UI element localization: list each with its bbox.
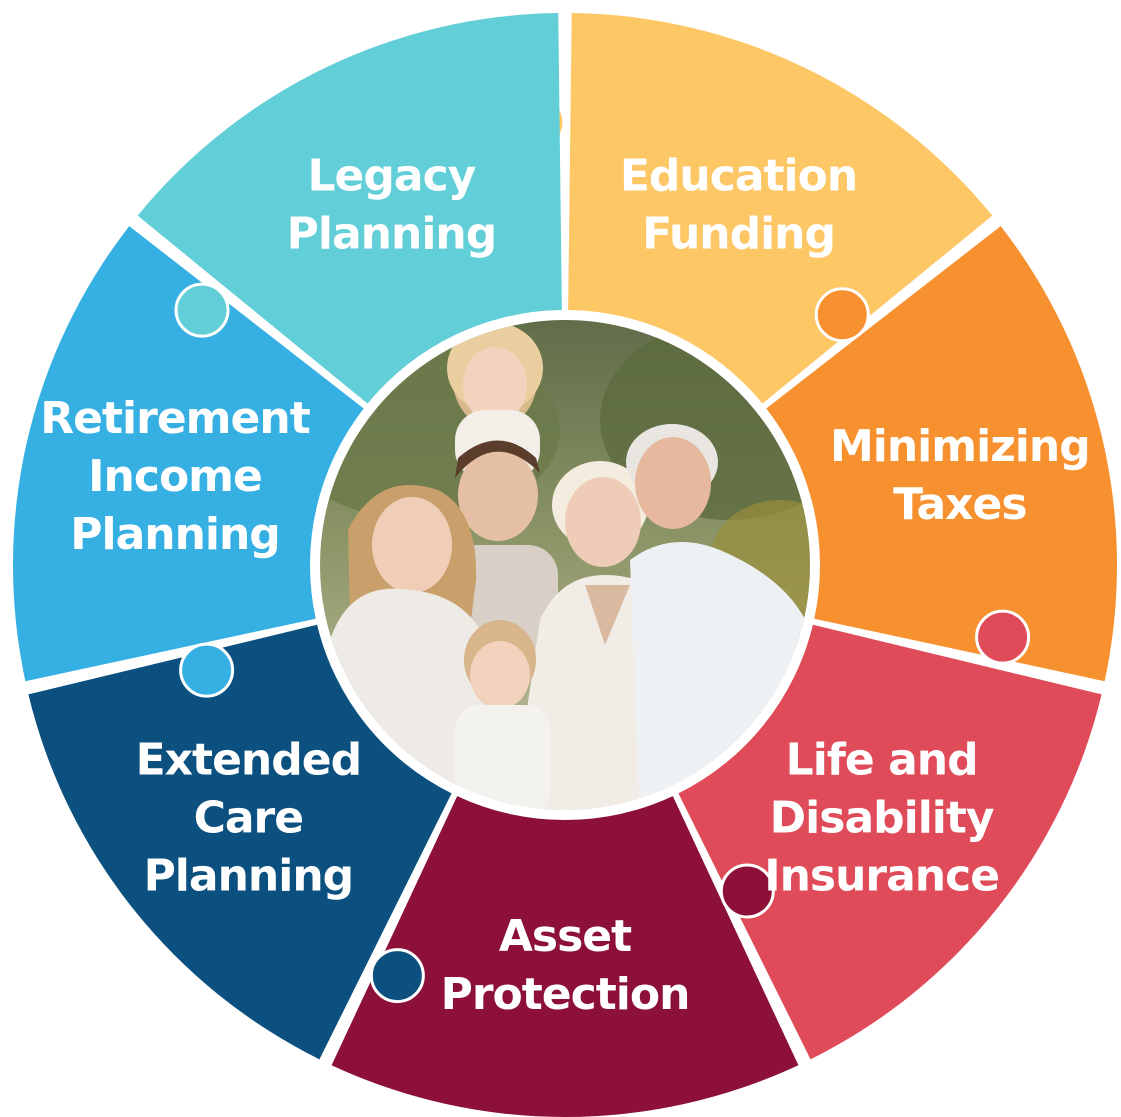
label-line: Disability bbox=[770, 793, 994, 844]
label-line: Taxes bbox=[893, 479, 1026, 530]
label-line: Planning bbox=[70, 509, 280, 560]
puzzle-knob-retirement-income-planning bbox=[179, 642, 235, 698]
puzzle-knob-asset-protection bbox=[719, 863, 775, 919]
label-line: Planning bbox=[287, 209, 497, 260]
segment-minimizing-taxes bbox=[766, 226, 1117, 682]
label-line: Retirement bbox=[40, 393, 310, 444]
label-line: Funding bbox=[642, 209, 835, 260]
label-line: Minimizing bbox=[830, 421, 1090, 472]
segment-extended-care-planning bbox=[28, 624, 452, 1060]
puzzle-knob-minimizing-taxes bbox=[814, 287, 870, 343]
segment-life-disability-insurance bbox=[678, 624, 1102, 1060]
segment-asset-protection bbox=[331, 796, 799, 1117]
label-line: Legacy bbox=[308, 151, 476, 202]
label-line: Income bbox=[88, 451, 262, 502]
puzzle-knob-life-disability-insurance bbox=[975, 609, 1031, 665]
label-line: Education bbox=[620, 151, 857, 202]
center-photo bbox=[313, 313, 817, 817]
label-line: Planning bbox=[144, 851, 354, 902]
label-line: Protection bbox=[441, 969, 690, 1020]
label-line: Insurance bbox=[764, 851, 999, 902]
label-line: Care bbox=[194, 793, 304, 844]
puzzle-knob-extended-care-planning bbox=[369, 948, 425, 1004]
label-line: Asset bbox=[499, 911, 632, 962]
family-photo bbox=[320, 320, 810, 810]
puzzle-knob-legacy-planning bbox=[174, 282, 230, 338]
label-line: Extended bbox=[136, 735, 361, 786]
label-line: Life and bbox=[786, 735, 978, 786]
segment-retirement-income-planning bbox=[12, 226, 364, 682]
segment-legacy-planning bbox=[137, 13, 562, 404]
segments-layer bbox=[12, 13, 1117, 1117]
segment-education-funding bbox=[568, 13, 993, 404]
